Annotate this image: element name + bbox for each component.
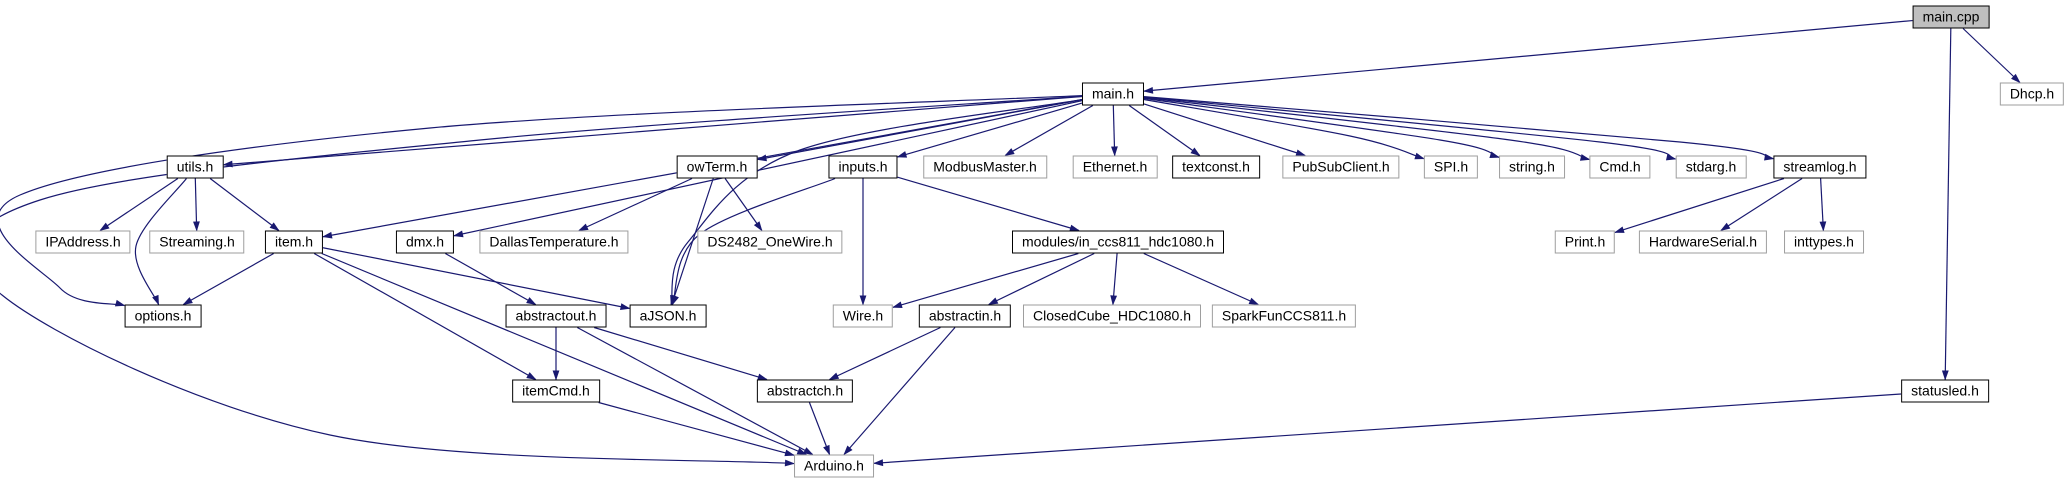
edge-main_h-to-cmd bbox=[1143, 96, 1591, 161]
edge-item-to-itemcmd bbox=[313, 252, 537, 381]
node-abstractch[interactable]: abstractch.h bbox=[756, 379, 854, 403]
node-ds2482: DS2482_OneWire.h bbox=[697, 230, 843, 254]
node-abstractout[interactable]: abstractout.h bbox=[505, 304, 607, 328]
node-itemcmd[interactable]: itemCmd.h bbox=[512, 379, 600, 403]
node-options[interactable]: options.h bbox=[124, 304, 202, 328]
edge-main_h-to-ajson bbox=[670, 98, 1083, 306]
edge-utils-to-ipaddress bbox=[99, 178, 179, 232]
edge-main_cpp-to-dhcp bbox=[1962, 28, 2021, 84]
edge-statusled-to-arduino bbox=[873, 393, 1902, 467]
node-closedcube: ClosedCube_HDC1080.h bbox=[1023, 304, 1201, 328]
edge-main_h-to-streamlog bbox=[1143, 96, 1775, 161]
node-inttypes: inttypes.h bbox=[1784, 230, 1864, 254]
node-item[interactable]: item.h bbox=[264, 230, 324, 254]
edge-abstractout-to-arduino bbox=[577, 326, 814, 456]
node-inputs[interactable]: inputs.h bbox=[828, 155, 898, 179]
edge-item-to-options bbox=[182, 252, 274, 306]
node-textconst[interactable]: textconst.h bbox=[1172, 155, 1260, 179]
edge-main_h-to-textconst bbox=[1128, 105, 1201, 157]
edge-main_h-to-string bbox=[1143, 97, 1500, 159]
node-wire: Wire.h bbox=[832, 304, 894, 328]
node-hardwareserial: HardwareSerial.h bbox=[1638, 230, 1768, 254]
edge-abstractin-to-arduino bbox=[843, 327, 956, 456]
edge-main_h-to-inputs bbox=[896, 102, 1083, 158]
edge-main_h-to-ethernet bbox=[1111, 105, 1118, 157]
edge-streamlog-to-inttypes bbox=[1819, 178, 1827, 232]
edge-abstractin-to-abstractch bbox=[828, 326, 941, 381]
node-streamlog[interactable]: streamlog.h bbox=[1773, 155, 1867, 179]
node-streaming: Streaming.h bbox=[149, 230, 245, 254]
edge-main_h-to-dmx bbox=[453, 100, 1083, 238]
edge-item-to-arduino bbox=[321, 252, 808, 456]
node-abstractin[interactable]: abstractin.h bbox=[918, 304, 1012, 328]
node-dallastemperature: DallasTemperature.h bbox=[479, 230, 629, 254]
edge-abstractout-to-abstractch bbox=[594, 326, 768, 381]
edge-main_h-to-utils bbox=[222, 95, 1083, 168]
node-dhcp: Dhcp.h bbox=[1999, 82, 2065, 106]
edge-in_ccs811-to-closedcube bbox=[1110, 253, 1118, 306]
node-spi: SPI.h bbox=[1423, 155, 1479, 179]
edge-itemcmd-to-arduino bbox=[598, 401, 795, 457]
edge-utils-to-options bbox=[134, 178, 187, 306]
node-ethernet: Ethernet.h bbox=[1072, 155, 1158, 179]
edge-item-to-ajson bbox=[322, 247, 631, 310]
edge-streamlog-to-hardwareserial bbox=[1720, 177, 1803, 232]
edge-in_ccs811-to-abstractin bbox=[987, 252, 1095, 306]
node-dmx[interactable]: dmx.h bbox=[395, 230, 455, 254]
node-main_cpp[interactable]: main.cpp bbox=[1912, 5, 1990, 29]
node-string: string.h bbox=[1499, 155, 1565, 179]
edge-main_h-to-options bbox=[0, 94, 1083, 307]
edge-owterm-to-ds2482 bbox=[724, 178, 763, 232]
edge-main_cpp-to-main_h bbox=[1143, 19, 1913, 94]
node-sparkfun: SparkFunCCS811.h bbox=[1211, 304, 1357, 328]
node-utils[interactable]: utils.h bbox=[166, 155, 224, 179]
node-main_h[interactable]: main.h bbox=[1081, 82, 1145, 106]
node-in_ccs811[interactable]: modules/in_ccs811_hdc1080.h bbox=[1012, 230, 1224, 254]
edge-owterm-to-dallastemperature bbox=[578, 177, 693, 232]
node-modbusmaster: ModbusMaster.h bbox=[923, 155, 1047, 179]
edge-abstractch-to-arduino bbox=[808, 402, 831, 456]
edge-inputs-to-in_ccs811 bbox=[897, 176, 1080, 232]
edge-in_ccs811-to-sparkfun bbox=[1143, 252, 1260, 306]
node-print: Print.h bbox=[1554, 230, 1616, 254]
node-ajson[interactable]: aJSON.h bbox=[629, 304, 707, 328]
edge-utils-to-item bbox=[209, 178, 280, 232]
node-pubsubclient: PubSubClient.h bbox=[1282, 155, 1400, 179]
edge-dmx-to-abstractout bbox=[445, 252, 537, 306]
node-owterm[interactable]: owTerm.h bbox=[676, 155, 758, 179]
edge-main_h-to-stdarg bbox=[1143, 96, 1677, 161]
edge-main_cpp-to-statusled bbox=[1941, 28, 1952, 381]
edge-main_h-to-modbusmaster bbox=[1004, 104, 1094, 157]
node-arduino: Arduino.h bbox=[794, 454, 874, 478]
edge-utils-to-streaming bbox=[193, 178, 200, 232]
edge-main_h-to-arduino bbox=[0, 95, 1083, 467]
node-cmd: Cmd.h bbox=[1589, 155, 1651, 179]
edge-streamlog-to-print bbox=[1614, 177, 1785, 233]
node-statusled[interactable]: statusled.h bbox=[1901, 379, 1989, 403]
edge-in_ccs811-to-wire bbox=[892, 252, 1079, 309]
edge-main_h-to-spi bbox=[1143, 98, 1425, 160]
node-stdarg: stdarg.h bbox=[1675, 155, 1747, 179]
edge-main_h-to-pubsubclient bbox=[1143, 103, 1307, 157]
node-ipaddress: IPAddress.h bbox=[35, 230, 131, 254]
